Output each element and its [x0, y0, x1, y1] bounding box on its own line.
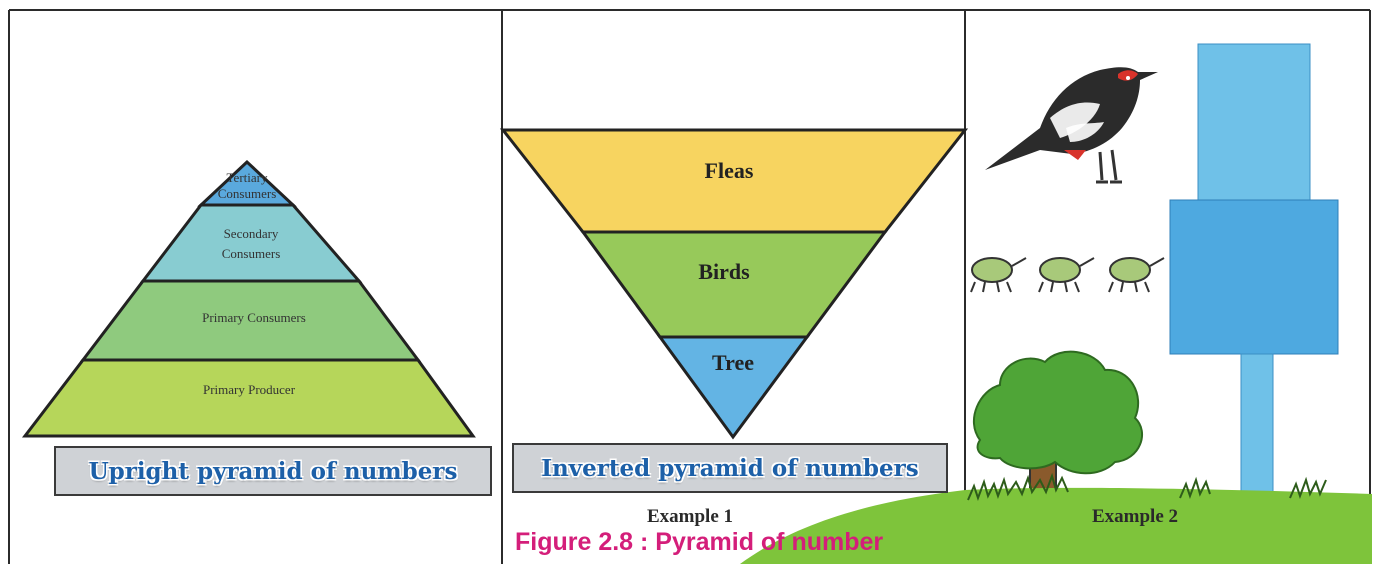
bird-icon	[985, 67, 1158, 184]
level-label-tertiary: Tertiary	[227, 170, 268, 185]
pyramid-level-primary-producer	[21, 358, 476, 438]
example-1-label: Example 1	[646, 506, 734, 527]
insect-icon-1	[971, 257, 1013, 283]
insect-icon-3	[1109, 257, 1151, 283]
level-label-secondary-2: Consumers	[222, 246, 281, 261]
pyramid-level-secondary	[139, 203, 363, 283]
bar-bottom	[1240, 353, 1274, 495]
level-label-tertiary-2: Consumers	[218, 186, 277, 201]
figure-title: Figure 2.8 : Pyramid of number	[515, 528, 884, 556]
tree-icon	[973, 350, 1144, 491]
inverted-level-birds	[580, 230, 888, 339]
level-label-primary-consumers: Primary Consumers	[202, 310, 306, 325]
grass-strip	[740, 487, 1372, 564]
grass-tufts	[967, 472, 1327, 501]
inverted-level-tree	[657, 335, 810, 440]
level-label-birds: Birds	[698, 259, 750, 284]
level-label-primary-producer: Primary Producer	[203, 382, 296, 397]
panel-frame	[8, 9, 1371, 564]
level-label-fleas: Fleas	[705, 158, 754, 183]
upright-caption: Upright pyramid of numbers	[54, 446, 492, 496]
level-label-tree: Tree	[712, 350, 754, 375]
inverted-caption: Inverted pyramid of numbers	[512, 443, 948, 493]
inverted-pyramid	[499, 128, 969, 440]
level-label-secondary: Secondary	[224, 226, 279, 241]
insect-icon-2	[1039, 257, 1081, 283]
bar-top	[1197, 43, 1311, 201]
example-2-label: Example 2	[1091, 506, 1179, 527]
insect-icons	[970, 257, 1165, 293]
bar-middle	[1169, 199, 1339, 355]
upright-pyramid	[21, 159, 476, 438]
